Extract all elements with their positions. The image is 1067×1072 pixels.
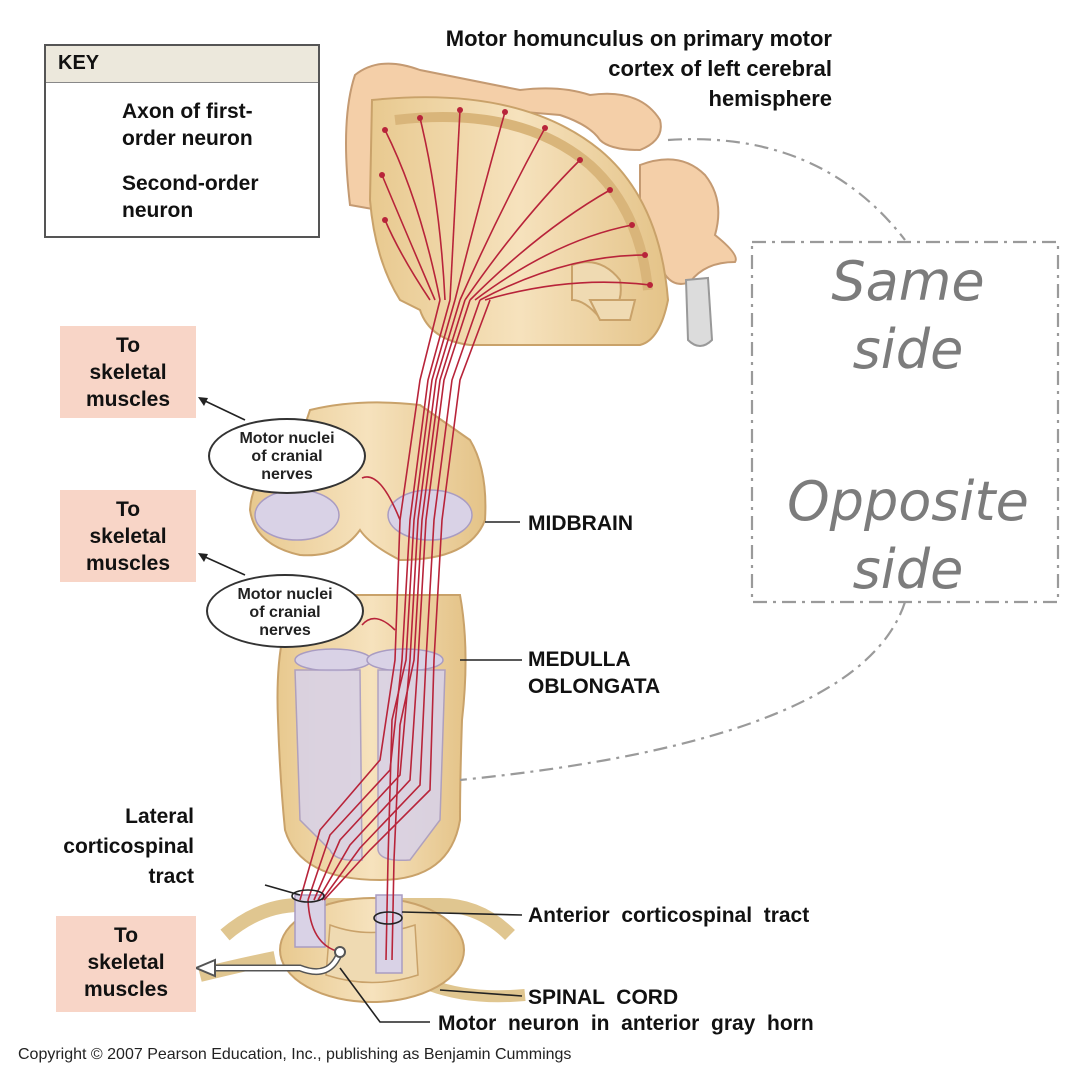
anterior-corticospinal-label: Anterior corticospinal tract bbox=[528, 902, 809, 929]
legend-item-axon-line2: order neuron bbox=[122, 125, 253, 152]
skeletal-box-1-l1: To bbox=[60, 332, 196, 359]
skeletal-box-2-l1: To bbox=[60, 496, 196, 523]
medulla-label-l2: OBLONGATA bbox=[528, 673, 660, 700]
legend-key: KEY Axon of first- order neuron Second-o… bbox=[44, 44, 320, 238]
skeletal-box-2-l3: muscles bbox=[60, 550, 196, 577]
motor-nuclei-2-l3: nerves bbox=[208, 622, 362, 640]
same-side-line1: Same bbox=[770, 252, 1046, 312]
midbrain-label: MIDBRAIN bbox=[528, 510, 633, 537]
motor-nuclei-oval-2: Motor nuclei of cranial nerves bbox=[206, 574, 364, 648]
legend-item-second-order: Second-order neuron bbox=[122, 170, 259, 224]
opposite-side-line2: side bbox=[770, 540, 1046, 600]
legend-item-axon: Axon of first- order neuron bbox=[122, 98, 253, 152]
hollow-arrow-icon bbox=[58, 182, 108, 210]
legend-key-title: KEY bbox=[58, 52, 99, 75]
homunculus-title-line3: hemisphere bbox=[300, 84, 832, 114]
skeletal-box-3-l3: muscles bbox=[56, 976, 196, 1003]
legend-item-axon-line1: Axon of first- bbox=[122, 98, 253, 125]
opposite-side-line1: Opposite bbox=[770, 472, 1046, 532]
red-arrow-icon bbox=[60, 106, 110, 122]
legend-item-second-order-line1: Second-order bbox=[122, 170, 259, 197]
skeletal-box-2-l2: skeletal bbox=[60, 523, 196, 550]
skeletal-muscles-box-2: To skeletal muscles bbox=[60, 490, 196, 582]
motor-nuclei-2-l2: of cranial bbox=[208, 604, 362, 622]
homunculus-title-line2: cortex of left cerebral bbox=[300, 54, 832, 84]
skeletal-muscles-box-3: To skeletal muscles bbox=[56, 916, 196, 1012]
motor-neuron-label: Motor neuron in anterior gray horn bbox=[438, 1010, 814, 1037]
spinal-cord-label: SPINAL CORD bbox=[528, 984, 678, 1011]
same-side-label: Same side bbox=[770, 252, 1046, 380]
motor-nuclei-2-l1: Motor nuclei bbox=[208, 586, 362, 604]
same-side-line2: side bbox=[770, 320, 1046, 380]
lateral-corticospinal-label: Lateral corticospinal tract bbox=[60, 802, 194, 892]
homunculus-title-line1: Motor homunculus on primary motor bbox=[300, 24, 832, 54]
skeletal-muscles-box-1: To skeletal muscles bbox=[60, 326, 196, 418]
lateral-label-l2: corticospinal bbox=[60, 832, 194, 862]
motor-nuclei-1-l2: of cranial bbox=[210, 448, 364, 466]
spinal-cord-section bbox=[200, 895, 525, 1002]
opposite-side-label: Opposite side bbox=[770, 472, 1046, 600]
medulla-label-l1: MEDULLA bbox=[528, 646, 660, 673]
legend-item-second-order-line2: neuron bbox=[122, 197, 259, 224]
homunculus-title: Motor homunculus on primary motor cortex… bbox=[300, 24, 832, 114]
lateral-label-l3: tract bbox=[60, 862, 194, 892]
medulla-label: MEDULLA OBLONGATA bbox=[528, 646, 660, 700]
skeletal-box-3-l2: skeletal bbox=[56, 949, 196, 976]
motor-nuclei-1-l3: nerves bbox=[210, 466, 364, 484]
skeletal-box-1-l2: skeletal bbox=[60, 359, 196, 386]
skeletal-box-3-l1: To bbox=[56, 922, 196, 949]
leader-arrowheads bbox=[198, 397, 208, 562]
lateral-label-l1: Lateral bbox=[60, 802, 194, 832]
motor-nuclei-1-l1: Motor nuclei bbox=[210, 430, 364, 448]
copyright-notice: Copyright © 2007 Pearson Education, Inc.… bbox=[18, 1046, 571, 1064]
skeletal-box-1-l3: muscles bbox=[60, 386, 196, 413]
motor-nuclei-oval-1: Motor nuclei of cranial nerves bbox=[208, 418, 366, 494]
